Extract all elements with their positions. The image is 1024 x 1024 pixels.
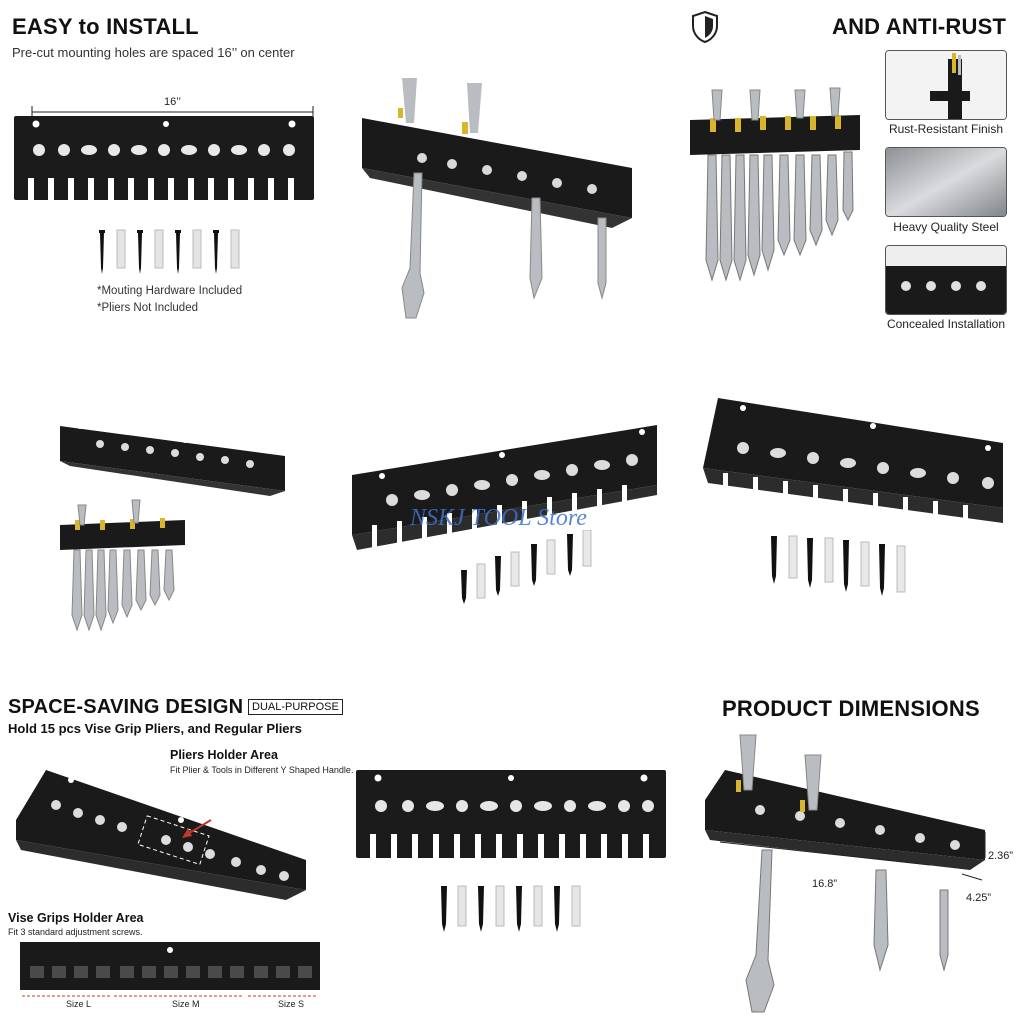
depth-dimension: 4.25” (966, 892, 992, 904)
rack-with-pliers-top (362, 78, 642, 328)
rack-angled-left (60, 396, 290, 496)
rack-angled-right (703, 398, 1008, 528)
vise-area-note: Fit 3 standard adjustment screws. (8, 927, 143, 937)
hardware-set-center (455, 530, 605, 605)
rack-with-vise-grips-small (60, 495, 190, 635)
rust-title: AND ANTI-RUST (832, 14, 1007, 39)
space-subtitle: Hold 15 pcs Vise Grip Pliers, and Regula… (8, 721, 302, 736)
dual-purpose-badge: DUAL-PURPOSE (248, 699, 343, 715)
feature-label-steel: Heavy Quality Steel (893, 220, 999, 234)
size-l-label: Size L (66, 999, 92, 1009)
install-title: EASY to INSTALL (12, 14, 199, 39)
rack-angled-center (352, 400, 662, 555)
pliers-area-note: Fit Plier & Tools in Different Y Shaped … (170, 765, 354, 775)
vise-area-title: Vise Grips Holder Area (8, 911, 144, 925)
width-dimension: 16.8” (812, 878, 838, 890)
feature-steel-image (885, 147, 1007, 217)
note-hardware: *Mouting Hardware Included (97, 285, 243, 297)
dimension-label: 16’’ (164, 96, 181, 108)
feature-rust-resistant-image (885, 50, 1007, 120)
rack-vise-grip-area (20, 942, 320, 1002)
feature-concealed-image (885, 245, 1007, 315)
pliers-area-title: Pliers Holder Area (170, 748, 278, 762)
feature-label-rust: Rust-Resistant Finish (888, 122, 1004, 136)
rack-dimensions-diagram (700, 730, 990, 1015)
dimensions-title: PRODUCT DIMENSIONS (722, 696, 980, 721)
rack-with-vise-grips (690, 80, 865, 295)
space-title: SPACE-SAVING DESIGN (8, 696, 244, 718)
feature-label-concealed: Concealed Installation (886, 317, 1006, 331)
rack-front-bottom (356, 770, 666, 862)
rack-space-saving (16, 770, 311, 905)
height-dimension: 2.36” (988, 850, 1014, 862)
hardware-set-right (765, 532, 915, 602)
size-s-label: Size S (278, 999, 305, 1009)
hardware-set-bottom (436, 884, 586, 934)
shield-icon (690, 10, 720, 44)
rack-front-view (14, 116, 314, 200)
note-pliers: *Pliers Not Included (97, 302, 198, 314)
install-subtitle: Pre-cut mounting holes are spaced 16’’ o… (12, 45, 295, 60)
size-m-label: Size M (172, 999, 200, 1009)
dimension-line: 16’’ (30, 96, 315, 116)
hardware-set-1 (95, 228, 245, 276)
dimension-arrow (31, 106, 314, 116)
store-watermark: NSKJ TOOL Store (410, 505, 587, 531)
